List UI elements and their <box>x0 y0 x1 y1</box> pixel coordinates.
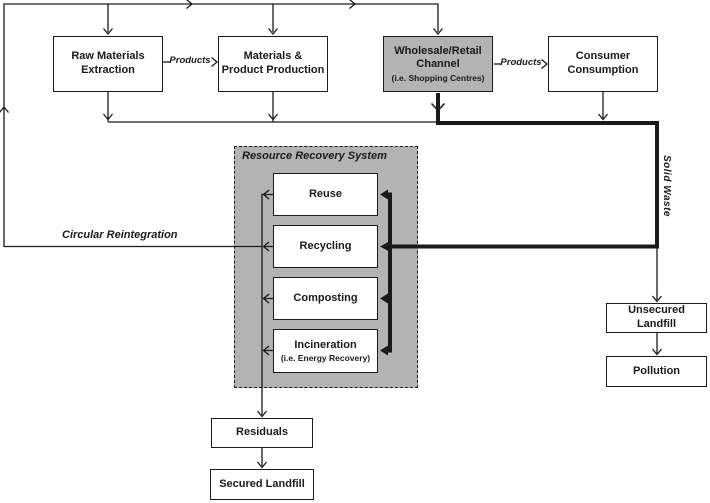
circular-reintegration-label: Circular Reintegration <box>62 229 178 241</box>
node-label: Unsecured Landfill <box>628 304 685 330</box>
residuals-to-secured-line <box>256 448 268 469</box>
node-label: Recycling <box>299 239 352 252</box>
node-label: Secured Landfill <box>219 477 305 490</box>
node-label: Composting <box>293 291 358 304</box>
node-sublabel: (i.e. Energy Recovery) <box>280 353 371 364</box>
products-label-1: Products <box>169 55 211 66</box>
node-label: Raw Materials Extraction <box>71 50 145 76</box>
node-label: Residuals <box>236 426 288 439</box>
products-label-2: Products <box>500 57 542 68</box>
node-unsecured-landfill: Unsecured Landfill <box>606 303 707 333</box>
node-consumer-consumption: Consumer Consumption <box>548 36 658 92</box>
node-pollution: Pollution <box>606 356 707 387</box>
node-label: Materials & Product Production <box>221 50 325 76</box>
node-secured-landfill: Secured Landfill <box>210 469 314 500</box>
node-label: Wholesale/Retail Channel <box>394 44 482 71</box>
node-reuse: Reuse <box>273 173 378 216</box>
node-label: Consumer Consumption <box>567 50 639 76</box>
resource-recovery-title: Resource Recovery System <box>242 150 387 162</box>
node-label: Pollution <box>632 364 681 377</box>
node-label: Reuse <box>308 187 343 200</box>
solid-waste-thick-line <box>380 93 659 252</box>
node-recycling: Recycling <box>273 225 378 268</box>
node-incineration: Incineration (i.e. Energy Recovery) <box>273 329 378 373</box>
node-wholesale-retail-channel: Wholesale/Retail Channel (i.e. Shopping … <box>383 36 493 92</box>
solid-waste-label: Solid Waste <box>661 155 672 217</box>
node-label: Incineration <box>294 338 357 351</box>
node-materials-product-production: Materials & Product Production <box>218 36 328 92</box>
node-residuals: Residuals <box>211 418 313 448</box>
unsecured-landfill-lines <box>651 248 663 356</box>
waste-collection-lines <box>102 92 609 123</box>
node-sublabel: (i.e. Shopping Centres) <box>391 73 485 84</box>
node-composting: Composting <box>273 277 378 320</box>
node-raw-materials-extraction: Raw Materials Extraction <box>53 36 163 92</box>
